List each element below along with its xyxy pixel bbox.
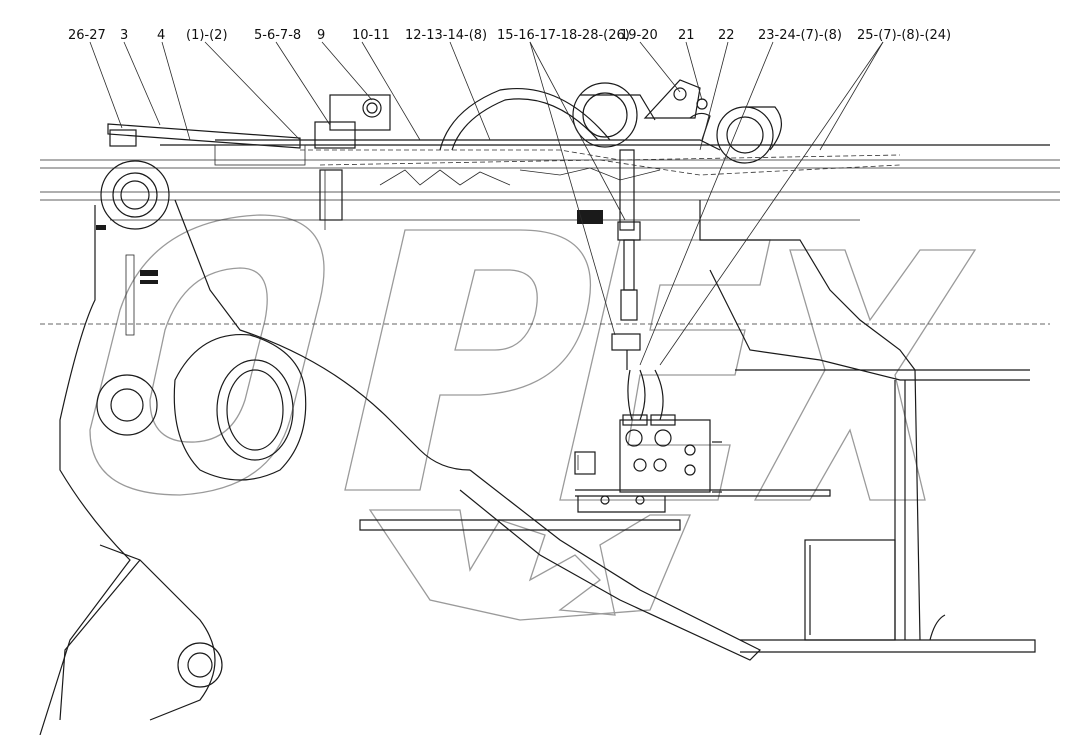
callout-15-16-17-18-28-26: 15-16-17-18-28-(26) [497,28,630,43]
callout-labels: 26-27 3 4 (1)-(2) 5-6-7-8 9 10-11 12-13-… [68,28,951,43]
callout-3: 3 [120,28,128,43]
callout-5-6-7-8: 5-6-7-8 [254,28,301,43]
callout-10-11: 10-11 [352,28,390,43]
callout-25-7-8-24: 25-(7)-(8)-(24) [857,28,951,43]
callout-26-27: 26-27 [68,28,106,43]
top-assembly [107,79,1050,230]
callout-21: 21 [678,28,695,43]
callout-19-20: 19-20 [620,28,658,43]
machine-body [39,159,1060,736]
callout-9: 9 [317,28,325,43]
callout-1-2: (1)-(2) [186,28,228,43]
watermark-logo [89,214,977,621]
callout-22: 22 [718,28,735,43]
callout-4: 4 [157,28,165,43]
valve-assembly [574,149,831,513]
leader-lines [89,41,884,366]
callout-23-24-7-8: 23-24-(7)-(8) [758,28,842,43]
callout-12-13-14-8: 12-13-14-(8) [405,28,487,43]
